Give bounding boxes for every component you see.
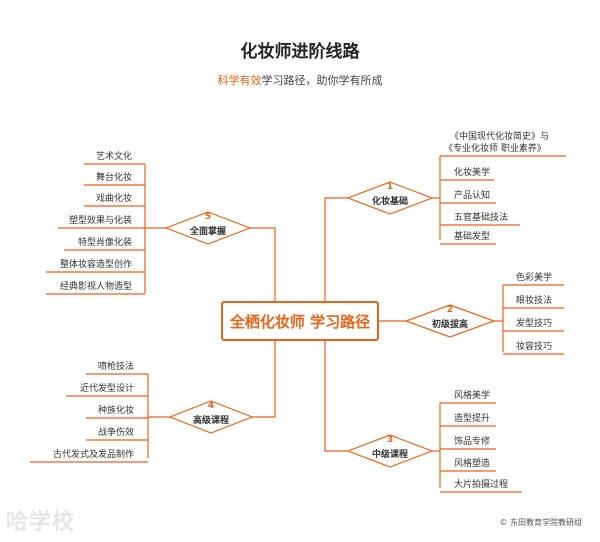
node-1-number: 1 [386, 182, 394, 192]
leaf-1-3: 产品认知 [454, 191, 491, 201]
leaf-3-2: 造型提升 [454, 414, 491, 424]
leaf-4-3: 种族化妆 [97, 406, 134, 416]
leaf-5-1: 艺术文化 [95, 152, 132, 162]
node-5-label: 全面掌握 [189, 227, 226, 237]
subtitle-highlight: 科学有效 [217, 74, 262, 87]
leaf-2-2: 眼妆技法 [516, 296, 553, 306]
connector-to-1 [324, 197, 348, 301]
leaf-3-5: 大片拍摄过程 [454, 480, 509, 490]
leaf-4-5: 古代发式及发品制作 [52, 450, 134, 460]
leaf-3-4: 风格塑造 [454, 459, 491, 469]
diamond-5 [164, 211, 252, 245]
leaf-3-1: 风格美学 [454, 391, 491, 401]
leaf-4-1: 喷枪技法 [97, 362, 134, 372]
node-3-label: 中级课程 [371, 450, 408, 460]
leaf-2-4: 妆容技巧 [516, 342, 553, 352]
leaf-1-5: 基础发型 [454, 232, 491, 242]
diamond-1 [346, 181, 434, 215]
leaf-5-2: 舞台化妆 [95, 173, 132, 183]
subtitle-text: 学习路径，助你学有所成 [261, 74, 383, 87]
node-4-label: 高级课程 [192, 416, 229, 426]
leaf-4-4: 战争伤效 [97, 428, 134, 438]
footer-text: 东田教育学院教研组 [510, 518, 582, 527]
page-title: 化妆师进阶线路 [240, 42, 360, 62]
leaf-1-1a: 《中国现代化妆简史》与 [450, 132, 550, 142]
node-5-number: 5 [204, 212, 212, 222]
footer-credit: © 东田教育学院教研组 [499, 517, 582, 528]
leaf-3-3: 饰品专修 [454, 437, 491, 447]
watermark-logo: 哈学校 [6, 510, 76, 535]
leaf-4-2: 近代发型设计 [79, 384, 134, 394]
copyright-icon: © [499, 518, 508, 527]
node-2-label: 初级拔高 [431, 320, 468, 330]
connector-to-3 [324, 341, 348, 452]
node-4-number: 4 [207, 401, 215, 411]
diamond-3 [346, 434, 434, 468]
leaf-5-7: 经典影视人物造型 [59, 282, 132, 292]
leaf-1-2: 化妆美学 [454, 168, 491, 178]
node-3-number: 3 [386, 435, 394, 445]
leaf-2-3: 发型技巧 [516, 319, 553, 329]
diamond-4 [168, 400, 254, 434]
leaf-5-4: 塑型效果与化装 [68, 216, 132, 226]
diamond-2 [404, 304, 496, 338]
leaf-2-1: 色彩美学 [516, 273, 553, 283]
connector-to-4 [252, 341, 276, 418]
node-1-label: 化妆基础 [371, 197, 408, 207]
leaf-1-1b: 《专业化妆师 职业素养》 [444, 144, 546, 154]
leaf-5-3: 戏曲化妆 [95, 194, 132, 204]
leaf-1-4: 五官基础技法 [454, 213, 509, 223]
page-subtitle: 科学有效学习路径，助你学有所成 [0, 72, 600, 88]
leaf-5-6: 整体妆容造型创作 [59, 260, 132, 270]
node-2-number: 2 [446, 305, 454, 315]
center-node: 全栖化妆师 学习路径 [221, 301, 379, 341]
leaf-5-5: 特型肖像化装 [77, 238, 132, 248]
connector-to-5 [250, 227, 276, 301]
